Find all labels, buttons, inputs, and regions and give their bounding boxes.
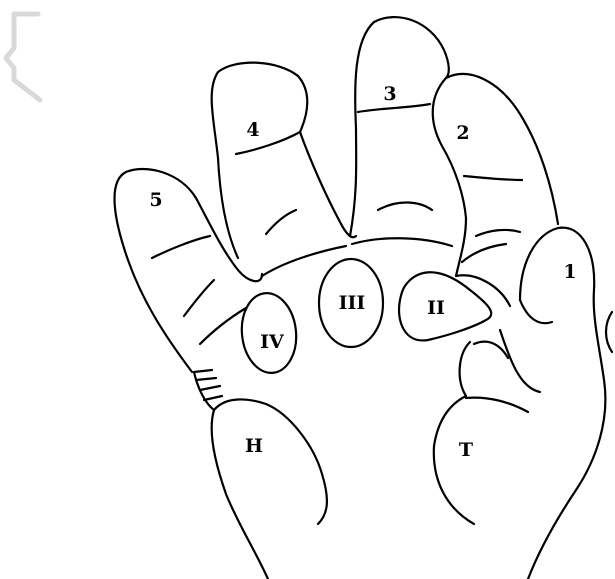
thenar-fold [474,342,508,358]
digit-1-crease [520,300,552,323]
digit-2-crease [464,176,522,180]
digit-1 [500,228,612,579]
digit-3-label: 3 [383,83,396,105]
digit-5-outline [115,169,263,372]
digit-1-side-bulge [606,312,612,352]
digit-4 [212,63,356,276]
hypothenar-outline [194,372,268,579]
digit-3-crease-lower [378,203,432,211]
hypothenar-mark-1 [194,370,212,372]
digit-5 [115,169,263,372]
thenar-region [434,342,528,524]
digit-5-crease-lower [184,280,214,316]
digit-5-label: 5 [149,189,162,211]
interdigital-pad-ii [399,272,491,340]
digit-4-label: 4 [246,119,259,141]
interdigital-pad-iv-label: IV [260,331,285,353]
digit-2-crease-base [462,244,506,262]
digit-3-crease [358,104,430,112]
thenar-fold-lower [466,398,528,412]
digit-2-outline [433,78,510,306]
thenar-pad-label: T [459,439,473,461]
digit-2 [433,74,558,306]
hypothenar-mark-2 [196,378,216,380]
hypothenar-mark-3 [200,386,220,390]
corner-bracket-mark [6,14,40,100]
hypothenar-region [194,370,327,579]
digit-1-inner [500,330,540,392]
digit-1-label: 1 [563,261,576,283]
digit-4-crease-lower [266,210,296,234]
interdigital-pad-iii-label: III [339,292,366,314]
digit-5-crease-base [200,308,246,344]
digit-5-crease [152,236,210,258]
hypothenar-pad-label: H [245,435,263,457]
digit-2-crease-lower [476,230,520,236]
digit-3-crease-base [352,238,452,246]
thenar-outline [434,342,474,524]
digit-2-label: 2 [456,122,469,144]
digit-4-outline [212,63,356,258]
interdigital-pad-ii-label: II [427,297,445,319]
hypothenar-mark-4 [204,396,222,400]
